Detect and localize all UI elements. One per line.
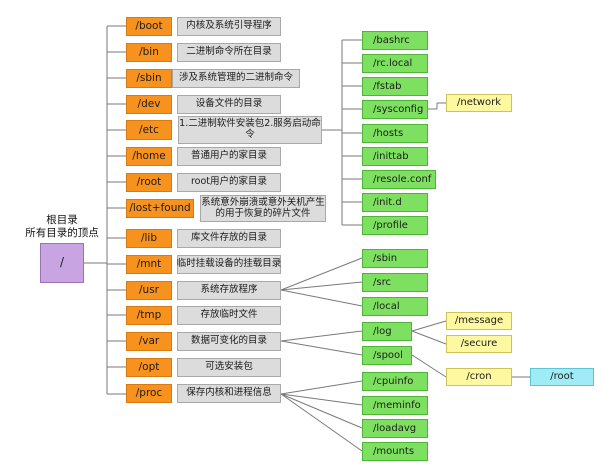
desc-opt: 可选安装包 xyxy=(177,358,281,377)
etc-child-resole-conf[interactable]: /resole.conf xyxy=(362,170,436,189)
etc-child-inittab[interactable]: /inittab xyxy=(362,147,428,166)
desc-root: root用户的家目录 xyxy=(177,173,281,192)
etc-child-init-d[interactable]: /init.d xyxy=(362,193,428,212)
connector-line-32 xyxy=(280,281,363,291)
dir-root[interactable]: /root xyxy=(126,173,172,192)
dir-etc[interactable]: /etc xyxy=(126,120,172,140)
desc-tmp: 存放临时文件 xyxy=(177,306,281,325)
etc-child-fstab[interactable]: /fstab xyxy=(362,77,428,96)
usr-child-local[interactable]: /local xyxy=(362,297,428,316)
proc-child-loadavg[interactable]: /loadavg xyxy=(362,419,428,438)
dir-usr[interactable]: /usr xyxy=(126,281,172,300)
desc-var: 数据可变化的目录 xyxy=(177,332,281,351)
etc-child-bashrc[interactable]: /bashrc xyxy=(362,31,428,50)
connector-line-40 xyxy=(280,380,363,395)
dir-proc[interactable]: /proc xyxy=(126,384,172,403)
desc-proc: 保存内核和进程信息 xyxy=(177,384,281,403)
connector-line-41 xyxy=(280,393,363,406)
dir-lib[interactable]: /lib xyxy=(126,229,172,248)
connector-line-37 xyxy=(411,330,447,345)
desc-bin: 二进制命令所在目录 xyxy=(177,43,281,62)
dir-mnt[interactable]: /mnt xyxy=(126,255,172,274)
connector-line-38 xyxy=(411,354,447,378)
desc-boot: 内核及系统引导程序 xyxy=(177,17,281,36)
desc-etc: 1.二进制软件安装包2.服务启动命令 xyxy=(178,116,322,144)
dir-lost-found[interactable]: /lost+found xyxy=(126,199,194,218)
root-caption-line2: 所有目录的顶点 xyxy=(25,227,99,240)
connector-line-35 xyxy=(280,340,363,356)
proc-child-cpuinfo[interactable]: /cpuinfo xyxy=(362,372,428,391)
log-child-message[interactable]: /message xyxy=(446,312,512,330)
root-caption-line1: 根目录 xyxy=(46,214,78,226)
desc-sbin: 涉及系统管理的二进制命令 xyxy=(172,69,300,88)
connector-line-43 xyxy=(280,393,363,452)
connector-line-33 xyxy=(280,289,363,307)
etc-child-hosts[interactable]: /hosts xyxy=(362,124,428,143)
connector-line-34 xyxy=(280,330,363,342)
var-child-log[interactable]: /log xyxy=(362,322,412,341)
etc-child-profile[interactable]: /profile xyxy=(362,216,428,235)
desc-usr: 系统存放程序 xyxy=(177,281,281,300)
root-caption: 根目录 所有目录的顶点 xyxy=(22,214,102,240)
usr-child-sbin[interactable]: /sbin xyxy=(362,249,428,268)
proc-child-mounts[interactable]: /mounts xyxy=(362,442,428,461)
desc-lost-found: 系统意外崩溃或意外关机产生的用于恢复的碎片文件 xyxy=(200,195,326,222)
dir-opt[interactable]: /opt xyxy=(126,358,172,377)
log-child-secure[interactable]: /secure xyxy=(446,335,512,353)
dir-boot[interactable]: /boot xyxy=(126,17,172,36)
connector-line-31 xyxy=(280,257,363,291)
desc-home: 普通用户的家目录 xyxy=(177,147,281,166)
connector-line-42 xyxy=(280,393,363,429)
desc-lib: 库文件存放的目录 xyxy=(177,229,281,248)
dir-sbin[interactable]: /sbin xyxy=(126,69,172,88)
dir-home[interactable]: /home xyxy=(126,147,172,166)
usr-child-src[interactable]: /src xyxy=(362,273,428,292)
dir-var[interactable]: /var xyxy=(126,332,172,351)
dir-bin[interactable]: /bin xyxy=(126,43,172,62)
dir-tmp[interactable]: /tmp xyxy=(126,306,172,325)
root-node[interactable]: / xyxy=(40,243,84,283)
sysconfig-child-network[interactable]: /network xyxy=(446,94,512,112)
desc-mnt: 临时挂载设备的挂载目录 xyxy=(177,255,281,274)
proc-child-meminfo[interactable]: /meminfo xyxy=(362,396,428,415)
connector-line-36 xyxy=(411,320,447,332)
dir-dev[interactable]: /dev xyxy=(126,95,172,114)
etc-child-sysconfig[interactable]: /sysconfig xyxy=(362,100,428,119)
spool-child-cron[interactable]: /cron xyxy=(446,368,512,386)
desc-dev: 设备文件的目录 xyxy=(177,95,281,114)
etc-child-rc-local[interactable]: /rc.local xyxy=(362,54,428,73)
var-child-spool[interactable]: /spool xyxy=(362,346,412,365)
cron-child-root[interactable]: /root xyxy=(530,368,594,386)
